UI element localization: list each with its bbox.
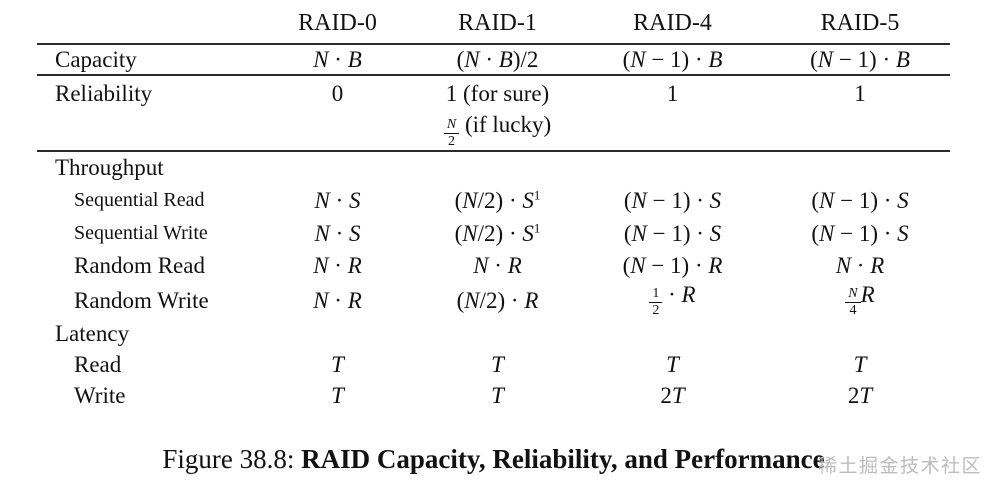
row-label-read: Read xyxy=(74,351,122,377)
table-row-read: Read T T T T xyxy=(37,349,950,380)
cell-read-raid-4: T xyxy=(666,351,679,377)
fraction-denominator: 2 xyxy=(649,302,663,319)
cell-latency-raid-4 xyxy=(575,319,770,349)
cell-sequential-read-raid-0: N · S xyxy=(314,187,361,213)
cell-capacity-raid-1: (N · B)/2 xyxy=(420,44,575,76)
cell-read-raid-0: T xyxy=(331,351,344,377)
row-label-sequential-write: Sequential Write xyxy=(74,222,208,245)
cell-random-read-raid-1: N · R xyxy=(473,252,522,278)
column-header-blank xyxy=(37,4,255,45)
cell-throughput-raid-5 xyxy=(770,151,950,184)
cell-sequential-write-raid-5: (N − 1) · S xyxy=(811,220,909,246)
fraction-numerator: N xyxy=(446,116,457,132)
column-header-raid-5: RAID-5 xyxy=(770,4,950,45)
table-row-throughput: Throughput xyxy=(37,151,950,184)
row-label-sequential-read: Sequential Read xyxy=(74,189,205,212)
row-label-random-read: Random Read xyxy=(74,252,205,278)
superscript: 1 xyxy=(533,187,541,203)
cell-write-raid-5: 2T xyxy=(847,383,873,409)
superscript: 1 xyxy=(533,220,541,236)
column-header-raid-1: RAID-1 xyxy=(420,4,575,45)
cell-sequential-read-raid-4: (N − 1) · S xyxy=(623,187,722,213)
cell-random-write-raid-1: (N/2) · R xyxy=(456,287,539,313)
cell-random-write-raid-0: N · R xyxy=(313,287,362,313)
cell-capacity-raid-0: N · B xyxy=(255,44,420,76)
cell-sequential-write-raid-0: N · S xyxy=(314,220,361,246)
cell-capacity-raid-4: (N − 1) · B xyxy=(575,44,770,76)
cell-throughput-raid-0 xyxy=(255,151,420,184)
row-label-reliability: Reliability xyxy=(37,75,255,152)
cell-read-raid-5: T xyxy=(853,351,867,377)
row-label-random-write: Random Write xyxy=(74,287,209,313)
column-header-raid-4: RAID-4 xyxy=(575,4,770,45)
table-row-latency: Latency xyxy=(37,319,950,349)
cell-throughput-raid-1 xyxy=(420,151,575,184)
cell-read-raid-1: T xyxy=(491,351,504,377)
table-row-random-read: Random Read N · R N · R (N − 1) · R N · R xyxy=(37,250,950,282)
cell-capacity-raid-5: (N − 1) · B xyxy=(770,44,950,76)
cell-reliability-raid-0: 0 xyxy=(255,75,420,152)
fraction-numerator: N xyxy=(848,286,858,302)
cell-sequential-read-raid-5: (N − 1) · S xyxy=(811,187,909,213)
caption-figure-number: Figure 38.8: xyxy=(162,444,302,474)
cell-write-raid-0: T xyxy=(331,383,344,409)
cell-latency-raid-1 xyxy=(420,319,575,349)
figure-caption: Figure 38.8: RAID Capacity, Reliability,… xyxy=(0,444,987,475)
cell-throughput-raid-4 xyxy=(575,151,770,184)
cell-sequential-write-raid-1: (N/2) · S1 xyxy=(454,220,541,246)
fraction-denominator: 4 xyxy=(845,302,861,319)
table-header-row: RAID-0 RAID-1 RAID-4 RAID-5 xyxy=(37,4,950,45)
table-row-sequential-read: Sequential Read N · S (N/2) · S1 (N − 1) · … xyxy=(37,184,950,218)
column-header-raid-0: RAID-0 xyxy=(255,4,420,45)
row-label-write: Write xyxy=(74,383,126,409)
cell-latency-raid-5 xyxy=(770,319,950,349)
cell-random-read-raid-5: N · R xyxy=(835,252,885,278)
cell-random-read-raid-4: (N − 1) · R xyxy=(622,252,723,278)
cell-reliability-raid-5: 1 xyxy=(770,75,950,152)
watermark-text: 稀土掘金技术社区 xyxy=(817,455,982,477)
cell-write-raid-1: T xyxy=(491,383,504,409)
table-row-sequential-write: Sequential Write N · S (N/2) · S1 (N − 1) ·… xyxy=(37,218,950,250)
fraction-numerator: 1 xyxy=(652,286,660,302)
row-label-throughput: Throughput xyxy=(55,154,164,180)
row-label-latency: Latency xyxy=(55,321,130,347)
cell-write-raid-4: 2T xyxy=(660,383,685,409)
caption-title: RAID Capacity, Reliability, and Performa… xyxy=(301,444,825,474)
table-row-write: Write T T 2T 2T xyxy=(37,380,950,412)
cell-latency-raid-0 xyxy=(255,319,420,349)
row-label-capacity: Capacity xyxy=(37,44,255,76)
fraction-denominator: 2 xyxy=(443,132,460,150)
cell-reliability-raid-4: 1 xyxy=(575,75,770,152)
cell-sequential-write-raid-4: (N − 1) · S xyxy=(623,220,722,246)
cell-sequential-read-raid-1: (N/2) · S1 xyxy=(454,187,541,213)
cell-random-read-raid-0: N · R xyxy=(313,252,362,278)
